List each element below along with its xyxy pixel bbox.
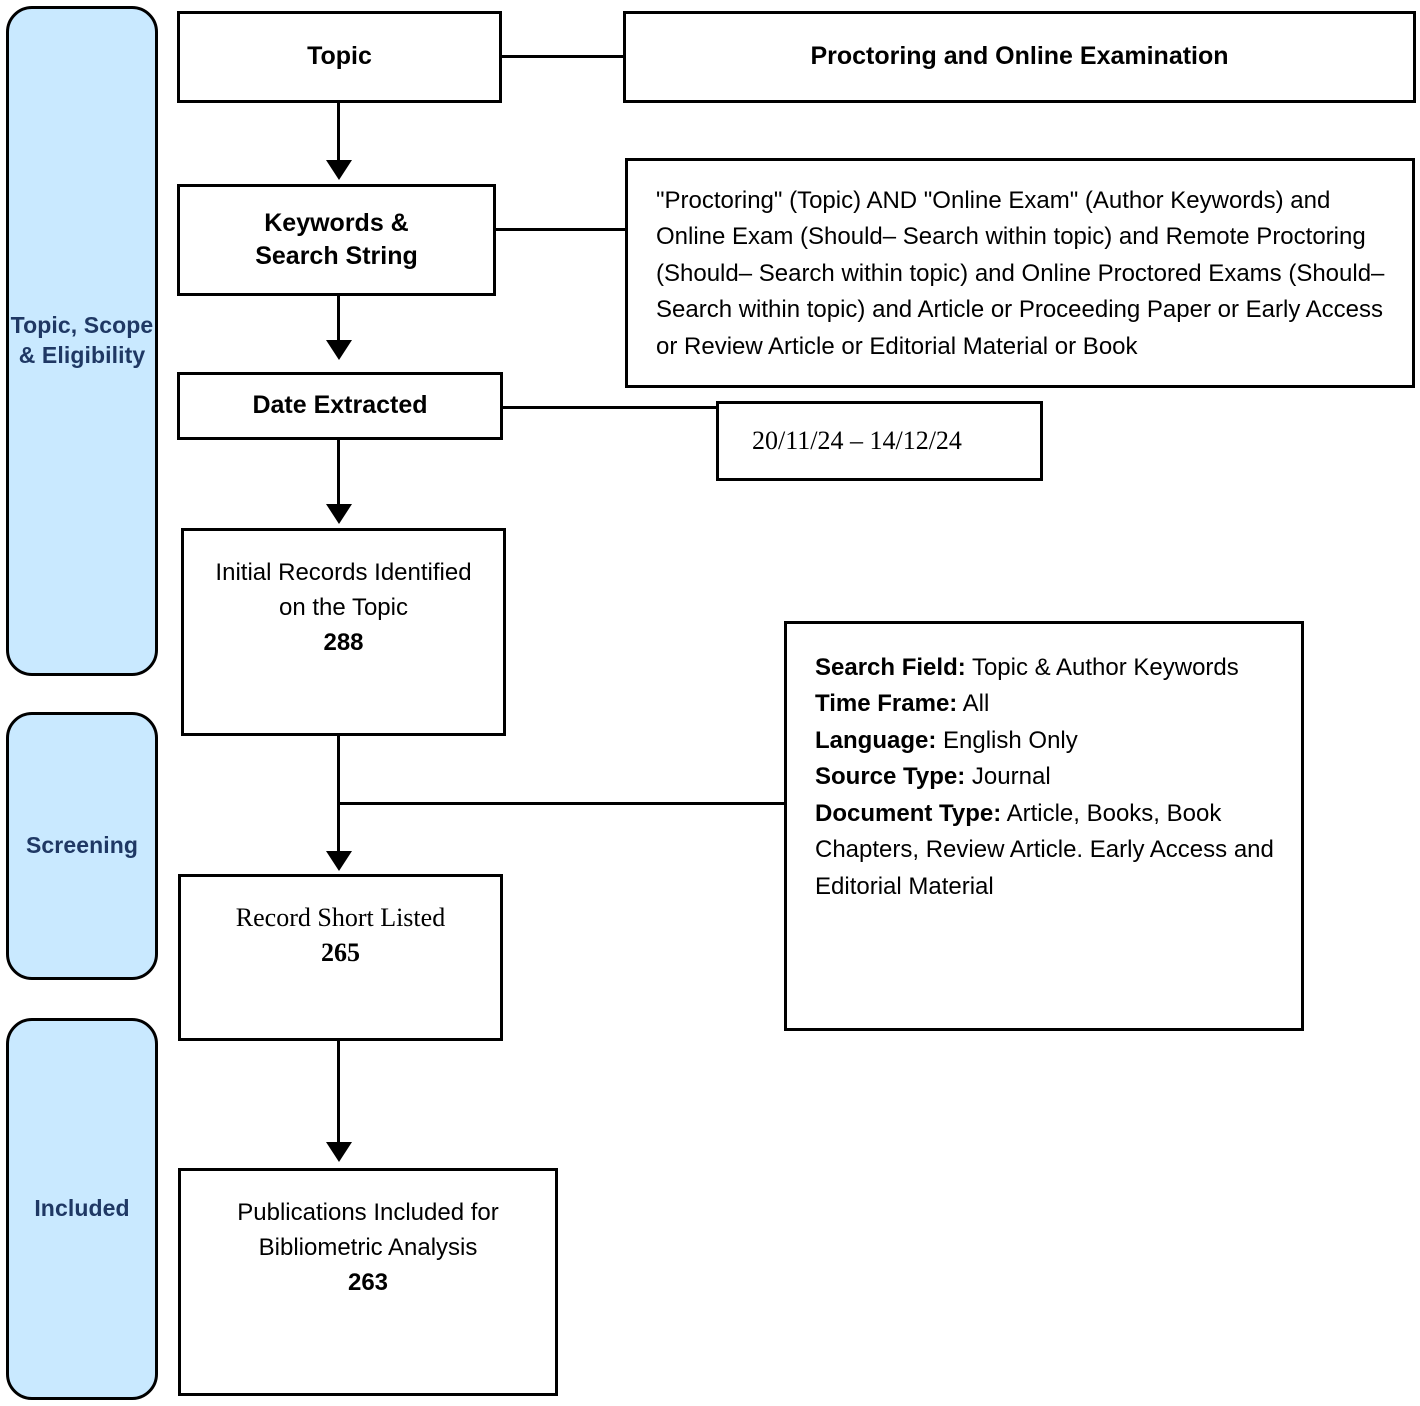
node-included-publications-line1: Publications Included for bbox=[237, 1199, 499, 1226]
criteria-value-source-type: Journal bbox=[965, 763, 1051, 791]
node-record-short-listed-line1: Record Short Listed bbox=[235, 903, 446, 932]
stage-label-topic-scope-eligibility: Topic, Scope & Eligibility bbox=[10, 312, 154, 368]
criteria-row-language: Language: English Only bbox=[815, 723, 1283, 759]
node-initial-records-line2: on the Topic bbox=[279, 594, 408, 622]
connector-initial-records-to-short-listed bbox=[337, 736, 340, 854]
connector-keywords-to-date-extracted bbox=[337, 296, 340, 344]
node-keywords-search-string: Keywords & Search String bbox=[177, 184, 496, 296]
node-search-string: "Proctoring" (Topic) AND "Online Exam" (… bbox=[625, 158, 1415, 388]
connector-date-extracted-to-initial-records bbox=[337, 440, 340, 508]
node-topic-label: Topic bbox=[307, 42, 372, 71]
node-topic-value: Proctoring and Online Examination bbox=[623, 11, 1416, 103]
arrowhead-topic-to-keywords bbox=[326, 160, 352, 180]
connector-topic-to-topic-value bbox=[502, 55, 626, 58]
node-record-short-listed-count: 265 bbox=[321, 937, 360, 967]
node-date-extracted: Date Extracted bbox=[177, 372, 503, 440]
node-keywords-label: Keywords & Search String bbox=[255, 208, 418, 271]
node-initial-records-line1: Initial Records Identified bbox=[215, 559, 472, 586]
criteria-value-search-field: Topic & Author Keywords bbox=[965, 654, 1239, 681]
criteria-row-search-field: Search Field: Topic & Author Keywords bbox=[815, 650, 1283, 686]
stage-label-screening: Screening bbox=[25, 832, 139, 859]
stage-label-included: Included bbox=[34, 1195, 130, 1222]
node-initial-records: Initial Records Identified on the Topic … bbox=[181, 528, 506, 736]
node-criteria-panel: Search Field: Topic & Author Keywords Ti… bbox=[784, 621, 1304, 1031]
criteria-label-language: Language: bbox=[815, 726, 937, 754]
stage-pill-included: Included bbox=[6, 1018, 158, 1400]
arrowhead-keywords-to-date-extracted bbox=[326, 340, 352, 360]
criteria-label-source-type: Source Type: bbox=[815, 763, 966, 791]
arrowhead-initial-records-to-short-listed bbox=[326, 851, 352, 871]
criteria-row-document-type: Document Type: Article, Books, Book Chap… bbox=[815, 796, 1283, 905]
criteria-value-document-type: Article, Books, Book Chapters, Review Ar… bbox=[815, 799, 1274, 900]
node-topic-value-label: Proctoring and Online Examination bbox=[810, 42, 1229, 71]
node-record-short-listed: Record Short Listed 265 bbox=[178, 874, 503, 1041]
stage-pill-screening: Screening bbox=[6, 712, 158, 980]
connector-criteria-to-flow bbox=[337, 802, 787, 805]
node-initial-records-count: 288 bbox=[323, 629, 364, 657]
connector-keywords-to-search-string bbox=[496, 228, 628, 231]
stage-pill-topic-scope-eligibility: Topic, Scope & Eligibility bbox=[6, 6, 158, 676]
criteria-value-time-frame: All bbox=[957, 690, 990, 718]
criteria-row-source-type: Source Type: Journal bbox=[815, 759, 1283, 795]
node-topic: Topic bbox=[177, 11, 502, 103]
criteria-label-document-type: Document Type: bbox=[815, 799, 1002, 827]
node-included-publications-count: 263 bbox=[347, 1269, 389, 1297]
node-date-value: 20/11/24 – 14/12/24 bbox=[716, 401, 1043, 481]
connector-date-extracted-to-date-value bbox=[503, 406, 719, 409]
criteria-row-time-frame: Time Frame: All bbox=[815, 686, 1283, 722]
node-date-value-label: 20/11/24 – 14/12/24 bbox=[752, 425, 962, 455]
connector-topic-to-keywords bbox=[337, 103, 340, 163]
node-included-publications: Publications Included for Bibliometric A… bbox=[178, 1168, 558, 1396]
criteria-label-time-frame: Time Frame: bbox=[815, 690, 958, 718]
node-date-extracted-label: Date Extracted bbox=[252, 391, 428, 420]
criteria-label-search-field: Search Field: bbox=[815, 654, 966, 681]
node-included-publications-line2: Bibliometric Analysis bbox=[258, 1234, 478, 1262]
arrowhead-date-extracted-to-initial-records bbox=[326, 504, 352, 524]
connector-short-listed-to-included bbox=[337, 1041, 340, 1145]
search-string-text: "Proctoring" (Topic) AND "Online Exam" (… bbox=[656, 187, 1385, 360]
arrowhead-short-listed-to-included bbox=[326, 1142, 352, 1162]
criteria-value-language: English Only bbox=[936, 726, 1078, 754]
